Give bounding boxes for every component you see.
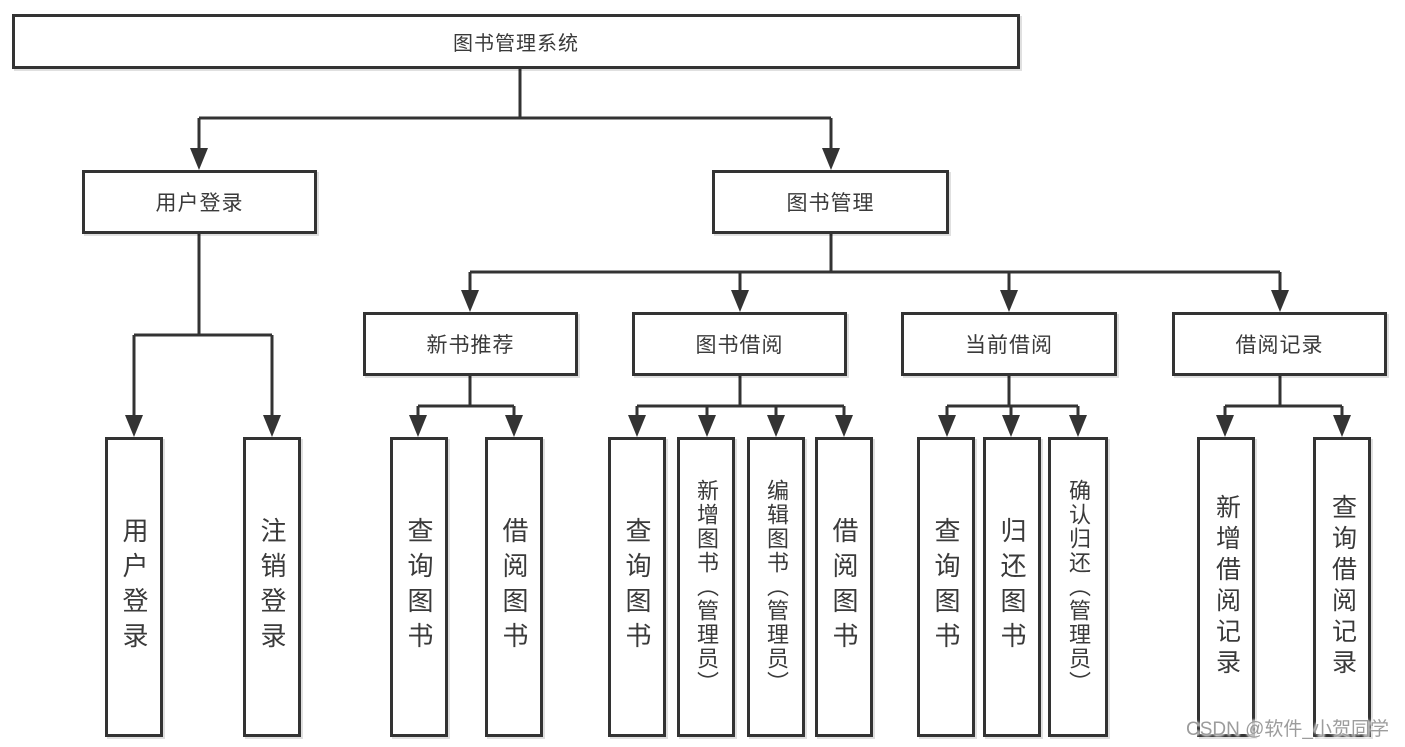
leaf-borrow-books-2: 借阅图书 [815,437,873,737]
node-new-book-recommend: 新书推荐 [363,312,578,376]
leaf-add-borrow-record-label: 新增借阅记录 [1212,494,1241,680]
csdn-watermark: CSDN @软件_小贺同学 [1186,719,1389,740]
node-book-borrowing: 图书借阅 [632,312,847,376]
leaf-user-login: 用户登录 [105,437,163,737]
leaf-query-books-3-label: 查询图书 [931,517,961,657]
leaf-add-borrow-record: 新增借阅记录 [1197,437,1255,737]
node-user-login: 用户登录 [82,170,317,234]
leaf-query-borrow-record: 查询借阅记录 [1313,437,1371,737]
leaf-return-books-label: 归还图书 [997,517,1027,657]
leaf-borrow-books-1: 借阅图书 [485,437,543,737]
leaf-query-books-1-label: 查询图书 [404,517,434,657]
leaf-borrow-books-2-label: 借阅图书 [829,517,859,657]
node-borrowing-records: 借阅记录 [1172,312,1387,376]
node-book-management-system: 图书管理系统 [12,14,1020,69]
leaf-query-books-3: 查询图书 [917,437,975,737]
leaf-add-books-admin: 新增图书（管理员） [677,437,735,737]
node-current-borrowing: 当前借阅 [901,312,1117,376]
leaf-query-books-2: 查询图书 [608,437,666,737]
leaf-add-books-admin-label: 新增图书（管理员） [694,479,719,695]
node-book-management: 图书管理 [712,170,949,234]
leaf-logout-label: 注销登录 [257,517,287,657]
leaf-edit-books-admin: 编辑图书（管理员） [747,437,805,737]
leaf-return-books: 归还图书 [983,437,1041,737]
leaf-borrow-books-1-label: 借阅图书 [499,517,529,657]
leaf-query-books-1: 查询图书 [390,437,448,737]
leaf-user-login-label: 用户登录 [119,517,149,657]
leaf-confirm-return-admin: 确认归还（管理员） [1048,437,1108,737]
leaf-confirm-return-admin-label: 确认归还（管理员） [1066,479,1091,695]
leaf-edit-books-admin-label: 编辑图书（管理员） [764,479,789,695]
leaf-logout: 注销登录 [243,437,301,737]
leaf-query-borrow-record-label: 查询借阅记录 [1328,494,1357,680]
leaf-query-books-2-label: 查询图书 [622,517,652,657]
